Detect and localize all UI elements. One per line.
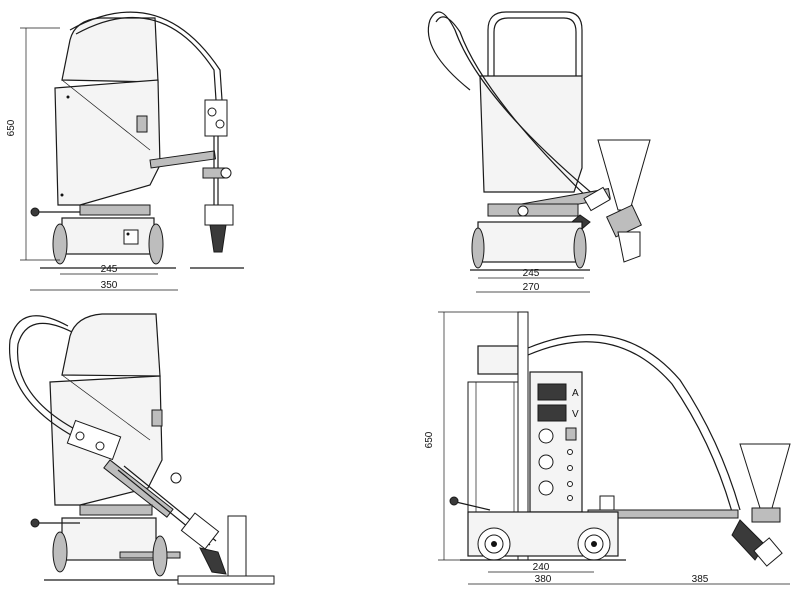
dim-height-label: 650 (6, 119, 17, 136)
lever-knob (30, 207, 40, 217)
feed-hose (527, 334, 741, 511)
feed-hose (69, 11, 223, 101)
voltmeter-display (537, 404, 567, 422)
feed-hose (429, 11, 601, 201)
torch-head (204, 204, 234, 226)
lever-knob (449, 496, 459, 506)
flux-funnel (739, 443, 791, 509)
funnel-valve (605, 204, 643, 238)
machine-body (479, 75, 583, 193)
dim-width-outer-label: 350 (101, 280, 118, 291)
view-bottom-left (8, 313, 275, 585)
feed-hose-inner (16, 322, 85, 435)
lever-knob (30, 518, 40, 528)
voltmeter-letter: V (572, 409, 579, 420)
hopper-top (61, 313, 161, 377)
speed-knob[interactable] (538, 480, 554, 496)
switch-dot (126, 232, 130, 236)
torch-rail (119, 551, 181, 559)
carry-handle (487, 11, 583, 76)
switch-box (123, 229, 139, 245)
dim-width-inner-label: 245 (101, 264, 118, 275)
machine-body (54, 79, 161, 206)
indicator-light (567, 465, 573, 471)
carriage-plate (79, 504, 153, 516)
view-top-left: 650 245 350 (6, 11, 244, 291)
clamp-knob (517, 205, 529, 217)
latch (136, 115, 148, 133)
lever-handle (455, 501, 491, 511)
hopper-chute-line (61, 79, 151, 151)
dim-width-b-label: 380 (535, 574, 552, 585)
torch-clamp (583, 186, 611, 212)
knob (207, 107, 217, 117)
feed-hose-inner (527, 341, 733, 513)
carriage-plate (487, 203, 579, 217)
clamp-knob (220, 167, 232, 179)
funnel-valve (751, 507, 781, 523)
wheel (148, 223, 164, 265)
indicator-light (567, 495, 573, 501)
latch (151, 409, 163, 427)
wheel (52, 531, 68, 573)
nozzle (199, 547, 227, 575)
knob (75, 431, 85, 441)
rear-wheel-axle (591, 541, 597, 547)
dim-height-label: 650 (424, 431, 435, 448)
view-bottom-right: A V 650 (424, 311, 791, 585)
dim-width-a-label: 240 (533, 562, 550, 573)
feed-hose (8, 315, 81, 441)
wheel (52, 223, 68, 265)
support-arm (149, 150, 217, 169)
hopper-top (61, 17, 159, 83)
wire-feeder-head (204, 99, 228, 137)
arm-clamp (599, 495, 615, 511)
carriage-box (61, 217, 155, 255)
torch-head (753, 537, 783, 567)
spool-cover (477, 345, 519, 375)
wheel (471, 227, 485, 269)
bolt (60, 193, 64, 197)
front-wheel-axle (491, 541, 497, 547)
toggle-switch[interactable] (565, 427, 577, 441)
current-knob[interactable] (538, 428, 554, 444)
torch-head (180, 512, 220, 550)
workpiece-horizontal (177, 575, 275, 585)
hose-loop (427, 19, 471, 91)
carriage-box (477, 221, 583, 263)
indicator-light (567, 481, 573, 487)
wheel (573, 227, 587, 269)
feed-hose-inner (435, 16, 597, 207)
knob (215, 119, 225, 129)
clamp-knob (170, 472, 182, 484)
hopper-chute-line (61, 374, 151, 441)
wire-feeder-head (66, 419, 122, 461)
indicator-light (567, 449, 573, 455)
knob (95, 441, 105, 451)
workpiece-vertical (227, 515, 247, 579)
dim-width-c-label: 385 (692, 574, 709, 585)
bolt (66, 95, 70, 99)
support-arm (103, 459, 174, 518)
carriage-plate (79, 204, 151, 216)
feed-hose-inner (75, 16, 217, 101)
carry-handle-inner (493, 17, 577, 76)
ammeter-display (537, 383, 567, 401)
dim-width-outer-label: 270 (523, 282, 540, 293)
nozzle (209, 224, 227, 253)
ammeter-letter: A (572, 388, 579, 399)
dim-width-inner-label: 245 (523, 268, 540, 279)
voltage-knob[interactable] (538, 454, 554, 470)
nozzle-holder (617, 231, 641, 263)
wheel (152, 535, 168, 577)
view-top-right: 245 270 (427, 11, 651, 293)
